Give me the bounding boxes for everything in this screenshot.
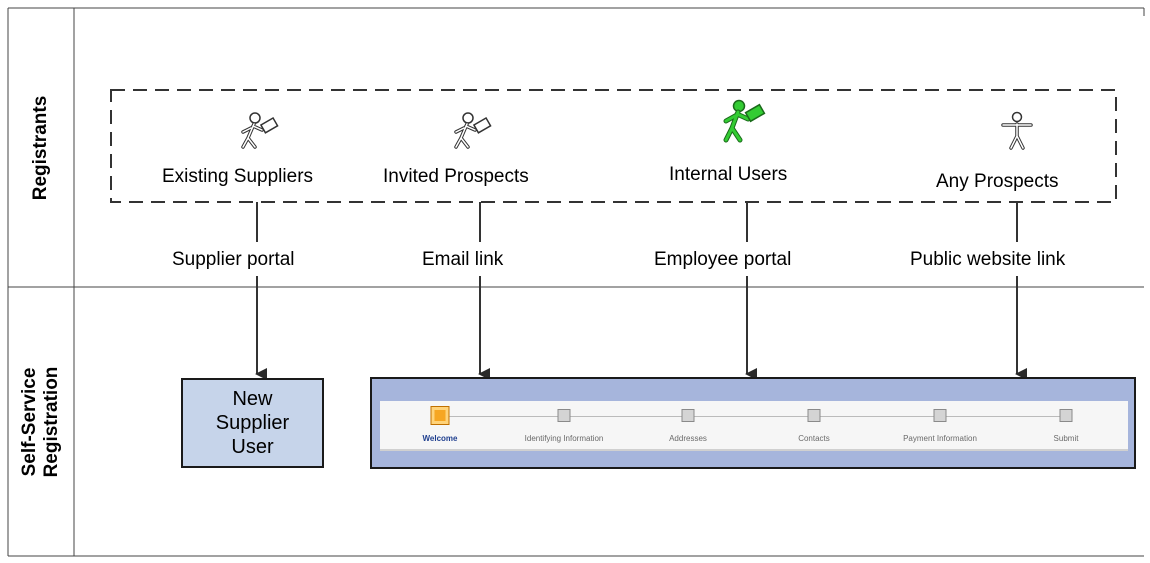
registration-wizard-train: Welcome Identifying Information Addresse… [380,401,1128,451]
new-supplier-user-line2: Supplier [215,412,290,434]
registrant-label-existing-suppliers: Existing Suppliers [162,166,314,187]
wizard-step-identifying-information-label: Identifying Information [524,434,604,443]
wizard-step-submit[interactable]: Submit [1006,401,1126,449]
internal-users-person-icon [723,99,766,143]
existing-suppliers-person-icon [241,112,279,149]
channel-label-employee-portal: Employee portal [654,249,792,270]
registrant-label-invited-prospects: Invited Prospects [383,166,529,187]
wizard-step-addresses-icon [681,409,695,422]
new-supplier-user-box: New Supplier User [181,378,324,468]
registrant-label-any-prospects: Any Prospects [936,171,1059,192]
channel-label-email-link: Email link [422,249,504,270]
lane-label-line2: Registration [41,366,62,477]
lane-label-self-service-registration-text: Self-Service Registration [19,366,63,477]
wizard-step-payment-information-icon [933,409,947,422]
wizard-step-welcome-icon [430,406,450,425]
wizard-step-welcome-label: Welcome [422,434,458,443]
registrants-group-outline [110,89,1117,203]
wizard-step-contacts-icon [807,409,821,422]
lane-label-registrants: Registrants [8,8,74,287]
registrant-label-internal-users: Internal Users [669,164,788,185]
wizard-step-identifying-information[interactable]: Identifying Information [504,401,624,449]
any-prospects-person-icon [1001,111,1033,150]
wizard-step-addresses-label: Addresses [669,434,707,443]
new-supplier-user-line1: New [232,388,273,410]
wizard-step-payment-information[interactable]: Payment Information [880,401,1000,449]
wizard-step-submit-label: Submit [1053,434,1079,443]
wizard-step-addresses[interactable]: Addresses [628,401,748,449]
wizard-step-welcome[interactable]: Welcome [380,401,500,449]
new-supplier-user-line3: User [231,436,274,458]
wizard-step-connector-line [448,416,1068,417]
lane-label-self-service-registration: Self-Service Registration [8,287,74,556]
registration-wizard-frame: Welcome Identifying Information Addresse… [370,377,1136,469]
channel-label-supplier-portal: Supplier portal [172,249,295,270]
wizard-step-contacts-label: Contacts [798,434,830,443]
wizard-step-contacts[interactable]: Contacts [754,401,874,449]
lane-label-registrants-text: Registrants [30,95,51,200]
wizard-step-identifying-information-icon [557,409,571,422]
lane-label-line1: Self-Service [19,367,40,476]
channel-label-public-website-link: Public website link [910,249,1066,270]
wizard-step-payment-information-label: Payment Information [903,434,977,443]
wizard-step-submit-icon [1059,409,1073,422]
invited-prospects-person-icon [454,112,492,149]
